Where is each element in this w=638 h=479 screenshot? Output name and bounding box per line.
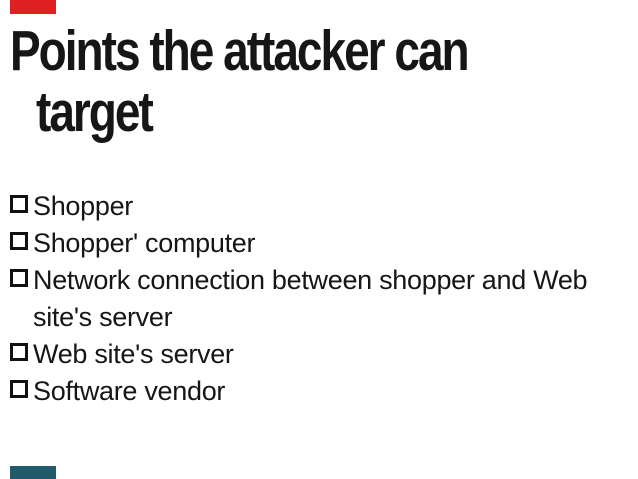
bullet-list: Shopper Shopper' computer Network connec… [10,188,634,410]
ballot-box-icon [10,195,28,213]
slide-title-line2: target [36,79,154,144]
bullet-item-shopper-computer: Shopper' computer [10,225,634,262]
slide-title: Points the attacker can target [10,18,470,144]
bullet-item-software-vendor: Software vendor [10,373,634,410]
bullet-item-web-site-server: Web site's server [10,336,634,373]
bullet-item-network-connection: Network connection between shopper and W… [10,262,634,336]
bullet-item-shopper: Shopper [10,188,634,225]
bullet-text: Network connection between shopper and W… [33,265,588,332]
top-left-accent-bar [10,0,56,14]
bullet-text: Shopper [33,191,133,221]
ballot-box-icon [10,232,28,250]
bullet-text: Shopper' computer [33,228,256,258]
ballot-box-icon [10,380,28,398]
ballot-box-icon [10,343,28,361]
slide-title-line1: Points the attacker can [10,18,470,83]
ballot-box-icon [10,269,28,287]
bullet-text: Software vendor [33,376,226,406]
bottom-left-accent-bar [10,466,56,479]
bullet-text: Web site's server [33,339,234,369]
